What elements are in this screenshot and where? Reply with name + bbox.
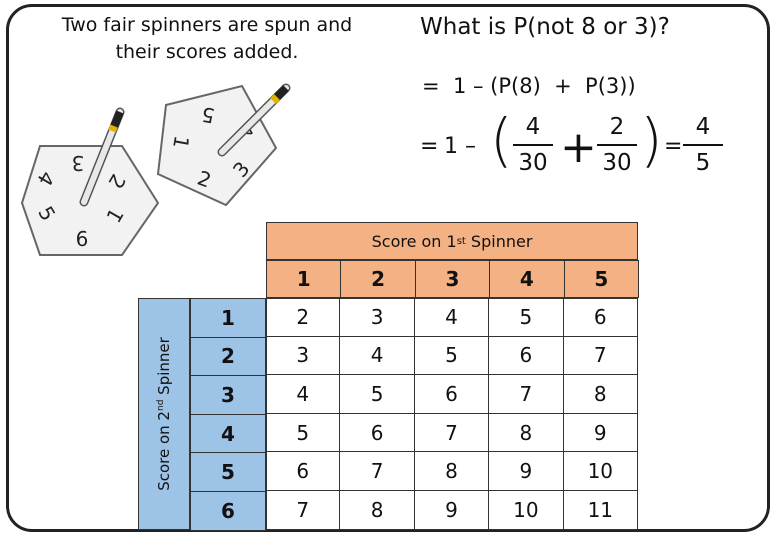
close-paren: ): [640, 106, 663, 174]
fraction-b: 2 30: [594, 112, 640, 178]
column-header-cell: 1: [266, 260, 342, 298]
plus-sign: +: [560, 122, 597, 173]
row-header-cell: 6: [190, 491, 266, 531]
row-header-cell: 2: [190, 336, 266, 377]
table-cell: 9: [414, 491, 490, 530]
result-fraction: 4 5: [680, 112, 726, 178]
table-cell: 6: [266, 452, 341, 491]
table-cell: 7: [563, 336, 638, 376]
table-cell: 5: [266, 413, 341, 453]
open-paren: (: [490, 106, 513, 174]
row-header-cell: 1: [190, 298, 266, 338]
table-cell: 9: [489, 452, 564, 491]
table-cell: 4: [414, 298, 490, 337]
result-numerator: 4: [695, 114, 711, 140]
table-cell: 8: [340, 491, 415, 530]
table-cell: 7: [489, 375, 564, 414]
column-header-prefix: Score on 1: [371, 231, 457, 251]
working-step-1: = 1 – (P(8) + P(3)): [422, 74, 636, 98]
table-cell: 6: [489, 336, 564, 376]
table-cell: 11: [563, 491, 638, 530]
hexagon-spinner: 3 2 1 6 5 4: [20, 145, 160, 256]
row-header-cell: 5: [190, 452, 266, 492]
row-header-sup: nd: [156, 399, 166, 412]
spinners-illustration: 3 2 1 6 5 4 5 4 3 2 1: [20, 83, 291, 256]
pencil-icon: [79, 107, 125, 207]
table-cell: 10: [563, 452, 638, 491]
row-header-title: Score on 2nd Spinner: [138, 298, 190, 530]
table-cell: 5: [340, 375, 415, 414]
fraction-b-denominator: 30: [602, 150, 632, 176]
column-header-cell: 3: [414, 260, 491, 298]
hex-label-0: 3: [72, 151, 85, 175]
equals-sign: =: [420, 134, 439, 159]
fraction-b-numerator: 2: [609, 114, 625, 140]
column-header-cell: 2: [340, 260, 416, 298]
pent-label-4: 1: [168, 134, 194, 151]
table-cell: 7: [414, 413, 490, 453]
table-cell: 5: [489, 298, 564, 337]
table-cell: 3: [266, 336, 341, 376]
table-cell: 6: [340, 413, 415, 453]
hex-label-3: 6: [76, 227, 89, 251]
table-cell: 8: [414, 452, 490, 491]
table-cell: 8: [563, 375, 638, 414]
table-cell: 8: [489, 413, 564, 453]
intro-text: Two fair spinners are spun and their sco…: [61, 14, 353, 63]
row-header-suffix: Spinner: [155, 337, 173, 400]
table-cell: 6: [563, 298, 638, 337]
column-header-cell: 4: [489, 260, 565, 298]
table-cell: 7: [266, 491, 341, 530]
table-cell: 5: [414, 336, 490, 376]
pent-label-0: 5: [200, 102, 217, 128]
column-header-cell: 5: [563, 260, 639, 298]
one-minus: 1 –: [444, 134, 476, 159]
pencil-icon: [217, 83, 291, 157]
working-step-2: = 1 – ( 4 30 + 2 30 ) = 4 5: [418, 104, 758, 184]
row-header-cell: 3: [190, 375, 266, 415]
pentagon-spinner: 5 4 3 2 1: [156, 84, 278, 207]
equals-sign-2: =: [664, 134, 683, 159]
table-cell: 9: [563, 413, 638, 453]
fraction-a-denominator: 30: [518, 150, 548, 176]
table-cell: 10: [489, 491, 564, 530]
table-cell: 2: [266, 298, 341, 337]
table-cell: 7: [340, 452, 415, 491]
result-denominator: 5: [695, 150, 711, 176]
table-cell: 4: [340, 336, 415, 376]
fraction-a-numerator: 4: [525, 114, 541, 140]
row-header-cell: 4: [190, 413, 266, 454]
slide-frame: [6, 4, 770, 532]
table-cell: 6: [414, 375, 490, 414]
column-header-sup: st: [456, 235, 466, 247]
table-cell: 3: [340, 298, 415, 337]
table-cell: 4: [266, 375, 341, 414]
question-text: What is P(not 8 or 3)?: [420, 14, 670, 40]
column-header-suffix: Spinner: [465, 231, 533, 251]
fraction-a: 4 30: [510, 112, 556, 178]
row-header-prefix: Score on 2: [155, 411, 173, 491]
